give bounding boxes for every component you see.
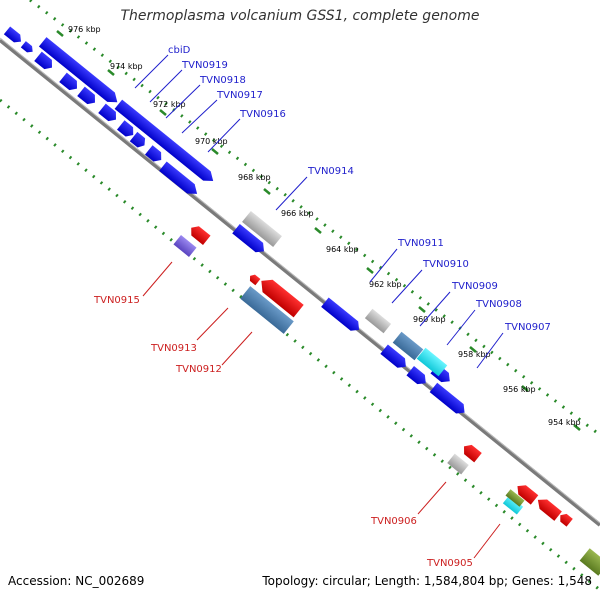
gene-cyan[interactable]	[416, 347, 448, 377]
gene-label[interactable]: TVN0906	[370, 516, 417, 527]
gene-purple[interactable]	[173, 235, 197, 257]
genome-summary-text: Topology: circular; Length: 1,584,804 bp…	[262, 574, 592, 588]
gene-arrow-forward[interactable]	[321, 297, 363, 334]
other-genes	[173, 210, 600, 576]
gene-label[interactable]: TVN0908	[475, 299, 522, 310]
gene-label[interactable]: TVN0916	[239, 109, 286, 120]
gene-label[interactable]: TVN0910	[422, 259, 469, 270]
gene-arrow-reverse[interactable]	[187, 223, 211, 245]
gene-arrow-forward[interactable]	[98, 103, 120, 125]
gene-label[interactable]: TVN0919	[181, 60, 228, 71]
kbp-label: 976 kbp	[68, 25, 101, 34]
gene-olive[interactable]	[579, 548, 600, 576]
blue-leader-lines	[134, 54, 504, 369]
gene-arrow-forward[interactable]	[406, 366, 429, 388]
gene-arrow-reverse[interactable]	[460, 442, 482, 463]
gene-arrow-reverse[interactable]	[557, 511, 573, 527]
inner-tick-track	[0, 98, 600, 592]
gene-arrow-forward[interactable]	[232, 224, 268, 256]
forward-genes	[3, 26, 469, 417]
kbp-label: 964 kbp	[326, 245, 359, 254]
gene-label[interactable]: TVN0907	[504, 322, 551, 333]
kbp-label: 960 kbp	[413, 315, 446, 324]
gene-arrow-forward[interactable]	[380, 344, 409, 372]
gene-label[interactable]: TVN0915	[93, 295, 140, 306]
gene-arrow-forward[interactable]	[145, 145, 165, 164]
gene-arrow-reverse[interactable]	[514, 481, 539, 505]
kbp-label: 966 kbp	[281, 209, 314, 218]
gene-arrow-forward[interactable]	[77, 86, 99, 108]
genome-backbone	[0, 38, 600, 527]
kbp-label: 968 kbp	[238, 173, 271, 182]
gene-olive[interactable]	[505, 489, 525, 507]
gene-arrow-forward[interactable]	[114, 99, 217, 186]
gene-label[interactable]: TVN0911	[397, 238, 444, 249]
gene-label[interactable]: TVN0913	[150, 343, 197, 354]
map-title: Thermoplasma volcanium GSS1, complete ge…	[120, 8, 480, 24]
gene-label[interactable]: TVN0912	[175, 364, 222, 375]
kbp-label: 954 kbp	[548, 418, 581, 427]
kbp-label: 956 kbp	[503, 385, 536, 394]
genome-backbone-highlight	[0, 37, 600, 524]
gene-label[interactable]: cbiD	[168, 45, 191, 56]
gene-grey[interactable]	[242, 210, 282, 248]
gene-label[interactable]: TVN0909	[451, 281, 498, 292]
gene-arrow-reverse[interactable]	[248, 273, 261, 286]
gene-arrow-forward[interactable]	[59, 72, 81, 94]
kbp-labels: 976 kbp 974 kbp 972 kbp 970 kbp 968 kbp …	[68, 25, 581, 427]
major-ticks	[56, 30, 581, 431]
red-gene-labels: TVN0915 TVN0913 TVN0912 TVN0906 TVN0905	[93, 295, 473, 569]
gene-grey[interactable]	[447, 453, 469, 475]
kbp-label: 962 kbp	[369, 280, 402, 289]
gene-arrow-forward[interactable]	[117, 120, 137, 139]
kbp-label: 958 kbp	[458, 350, 491, 359]
gene-label[interactable]: TVN0905	[426, 558, 473, 569]
gene-arrow-forward[interactable]	[429, 382, 469, 417]
accession-text: Accession: NC_002689	[8, 574, 145, 588]
gene-label[interactable]: TVN0918	[199, 75, 246, 86]
gene-arrow-forward[interactable]	[38, 37, 121, 107]
gene-label[interactable]: TVN0917	[216, 90, 263, 101]
gene-arrow-forward[interactable]	[159, 161, 201, 198]
kbp-label: 970 kbp	[195, 137, 228, 146]
gene-arrow-forward[interactable]	[3, 26, 24, 45]
gene-arrow-reverse[interactable]	[534, 495, 562, 521]
blue-gene-labels: cbiD TVN0919 TVN0918 TVN0917 TVN0916 TVN…	[168, 45, 551, 333]
gene-arrow-forward[interactable]	[129, 131, 148, 150]
kbp-label: 972 kbp	[153, 100, 186, 109]
gene-arrow-forward[interactable]	[20, 41, 35, 55]
gene-steel[interactable]	[240, 286, 294, 334]
red-leader-lines	[142, 261, 501, 559]
kbp-label: 974 kbp	[110, 62, 143, 71]
gene-cyan[interactable]	[502, 495, 524, 515]
reverse-genes	[187, 223, 573, 527]
gene-label[interactable]: TVN0914	[307, 166, 354, 177]
gene-arrow-forward[interactable]	[34, 51, 56, 73]
gene-arrow-reverse[interactable]	[256, 275, 304, 318]
gene-grey[interactable]	[364, 308, 392, 334]
gene-steel[interactable]	[392, 331, 424, 361]
